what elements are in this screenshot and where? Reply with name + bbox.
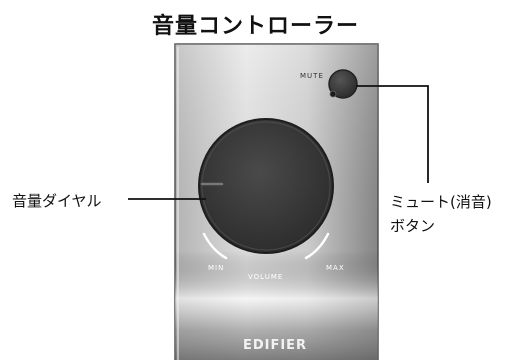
mute-button[interactable] xyxy=(328,69,358,99)
mute-callout-line xyxy=(356,85,429,183)
mute-label-line1: ミュート(消音) xyxy=(390,193,492,211)
mute-button-label: ミュート(消音) ボタン xyxy=(390,190,492,238)
max-arc-mark xyxy=(304,232,330,260)
volume-text: VOLUME xyxy=(248,273,283,281)
min-text: MIN xyxy=(208,264,224,272)
diagram-title: 音量コントローラー xyxy=(151,14,359,39)
brand-logo: EDIFIER xyxy=(243,338,307,353)
mute-label-line2: ボタン xyxy=(390,217,436,235)
mute-text: MUTE xyxy=(300,72,324,80)
min-arc-mark xyxy=(202,232,228,260)
volume-dial-label: 音量ダイヤル xyxy=(12,192,102,210)
volume-dial[interactable] xyxy=(198,118,334,254)
max-text: MAX xyxy=(326,264,345,272)
